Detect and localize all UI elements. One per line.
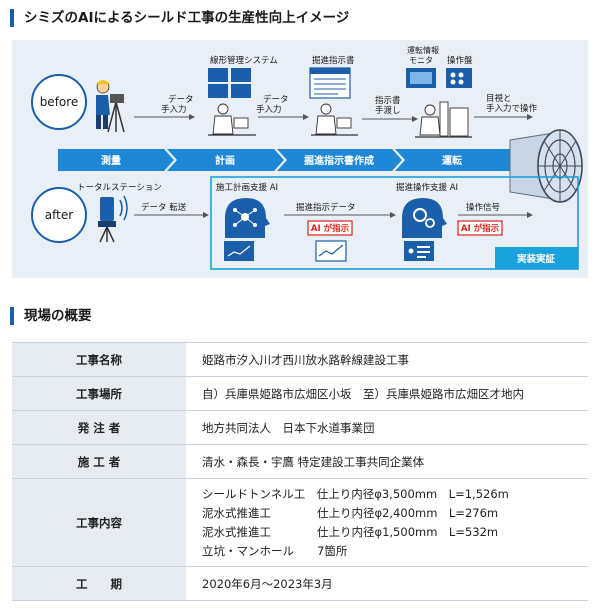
- monitor-icon: [406, 68, 436, 88]
- ai-instruct-text-2: AI が指示: [461, 223, 500, 234]
- op-ai-head-icon: [402, 198, 447, 238]
- work-line-4: 立坑・マンホール 7箇所: [202, 543, 348, 558]
- operator-icon: [415, 101, 472, 138]
- productivity-diagram: before データ 手入力 線形管理システム データ 手入力 掘進指示書: [12, 40, 588, 278]
- visual-op-label-b: 手入力で操作: [486, 103, 538, 114]
- work-line-2: 泥水式推進工 仕上り内径φ2,400mm L=276m: [202, 505, 499, 520]
- verification-badge: [495, 247, 578, 269]
- row-value: シールドトンネル工 仕上り内径φ3,500mm L=1,526m 泥水式推進工 …: [186, 478, 588, 567]
- overview-section-title: 現場の概要: [10, 307, 92, 325]
- plan-ai-head-icon: [225, 198, 270, 238]
- process-bar: [58, 149, 512, 171]
- row-label: 発 注 者: [12, 410, 186, 445]
- row-value: 自）兵庫県姫路市広畑区小坂 至）兵庫県姫路市広畑区才地内: [186, 376, 588, 411]
- shield-machine-icon: [509, 129, 583, 203]
- surveyor-icon: [96, 80, 125, 133]
- table-row: 工事名称 姫路市汐入川才西川放水路幹線建設工事: [12, 342, 588, 377]
- row-label: 工 期: [12, 566, 186, 601]
- plan-ai-screen-icon: [224, 241, 254, 261]
- plan-ai-label: 施工計画支援 AI: [216, 182, 278, 193]
- data-input-label-2a: データ: [263, 94, 289, 105]
- step-plan: 計画: [215, 154, 235, 167]
- row-label: 工事内容: [12, 478, 186, 567]
- row-label: 工事場所: [12, 376, 186, 411]
- ai-instruct-text-1: AI が指示: [311, 223, 350, 234]
- total-station-icon: [98, 195, 128, 243]
- ai-instruct-badge-1: [307, 220, 353, 236]
- verification-badge-text: 実装実証: [517, 253, 556, 265]
- row-label: 施 工 者: [12, 444, 186, 479]
- data-input-label-2b: 手入力: [256, 104, 282, 115]
- table-row: 工事場所 自）兵庫県姫路市広畑区小坂 至）兵庫県姫路市広畑区才地内: [12, 376, 588, 411]
- row-value: 清水・森長・宇鷹 特定建設工事共同企業体: [186, 444, 588, 479]
- after-circle: [31, 187, 87, 243]
- work-line-1: シールドトンネル工 仕上り内径φ3,500mm L=1,526m: [202, 486, 509, 501]
- before-circle: [31, 74, 87, 130]
- data-input-label-1a: データ: [168, 94, 194, 105]
- instruction-chart-icon: [315, 240, 347, 262]
- hand-over-label-b: 手渡し: [375, 105, 401, 116]
- step-survey: 測量: [101, 154, 121, 167]
- step-instruction: 掘進指示書作成: [304, 154, 374, 167]
- step-operation: 運転: [442, 154, 462, 167]
- table-row: 工事内容 シールドトンネル工 仕上り内径φ3,500mm L=1,526m 泥水…: [12, 478, 588, 567]
- work-line-3: 泥水式推進工 仕上り内径φ1,500mm L=532m: [202, 524, 499, 539]
- monitor-label-b: モニタ: [409, 56, 433, 65]
- desk-worker-icon-2: [311, 103, 358, 136]
- overview-table: 工事名称 姫路市汐入川才西川放水路幹線建設工事 工事場所 自）兵庫県姫路市広畑区…: [12, 342, 588, 601]
- system-label: 線形管理システム: [210, 55, 278, 66]
- data-transfer-label: データ 転送: [141, 202, 187, 213]
- visual-op-label-a: 目視と: [486, 93, 512, 104]
- row-label: 工事名称: [12, 342, 186, 377]
- total-station-label: トータルステーション: [77, 183, 162, 193]
- instruction-doc-icon: [309, 67, 351, 99]
- system-screen-icons: [208, 68, 251, 98]
- instruction-data-label: 掘進指示データ: [296, 202, 356, 213]
- monitor-label-a: 運転情報: [407, 45, 439, 55]
- after-process-box: [210, 176, 579, 270]
- ai-instruct-badge-2: [457, 220, 503, 236]
- row-value: 2020年6月～2023年3月: [186, 566, 588, 601]
- hand-over-label-a: 指示書: [375, 95, 401, 106]
- before-label: before: [40, 95, 79, 109]
- op-signal-label: 操作信号: [466, 202, 500, 213]
- table-row: 発 注 者 地方共同法人 日本下水道事業団: [12, 410, 588, 445]
- panel-label: 操作盤: [447, 55, 473, 66]
- panel-icon: [446, 68, 472, 88]
- row-value: 姫路市汐入川才西川放水路幹線建設工事: [186, 342, 588, 377]
- desk-worker-icon-1: [208, 103, 256, 136]
- instruction-doc-label: 掘進指示書: [312, 55, 355, 66]
- row-value: 地方共同法人 日本下水道事業団: [186, 410, 588, 445]
- op-ai-label: 掘進操作支援 AI: [396, 182, 458, 193]
- op-ai-screen-icon: [404, 241, 434, 261]
- table-row: 施 工 者 清水・森長・宇鷹 特定建設工事共同企業体: [12, 444, 588, 479]
- after-label: after: [45, 208, 73, 222]
- table-row: 工 期 2020年6月～2023年3月: [12, 566, 588, 601]
- data-input-label-1b: 手入力: [161, 104, 187, 115]
- diagram-section-title: シミズのAIによるシールド工事の生産性向上イメージ: [10, 9, 349, 27]
